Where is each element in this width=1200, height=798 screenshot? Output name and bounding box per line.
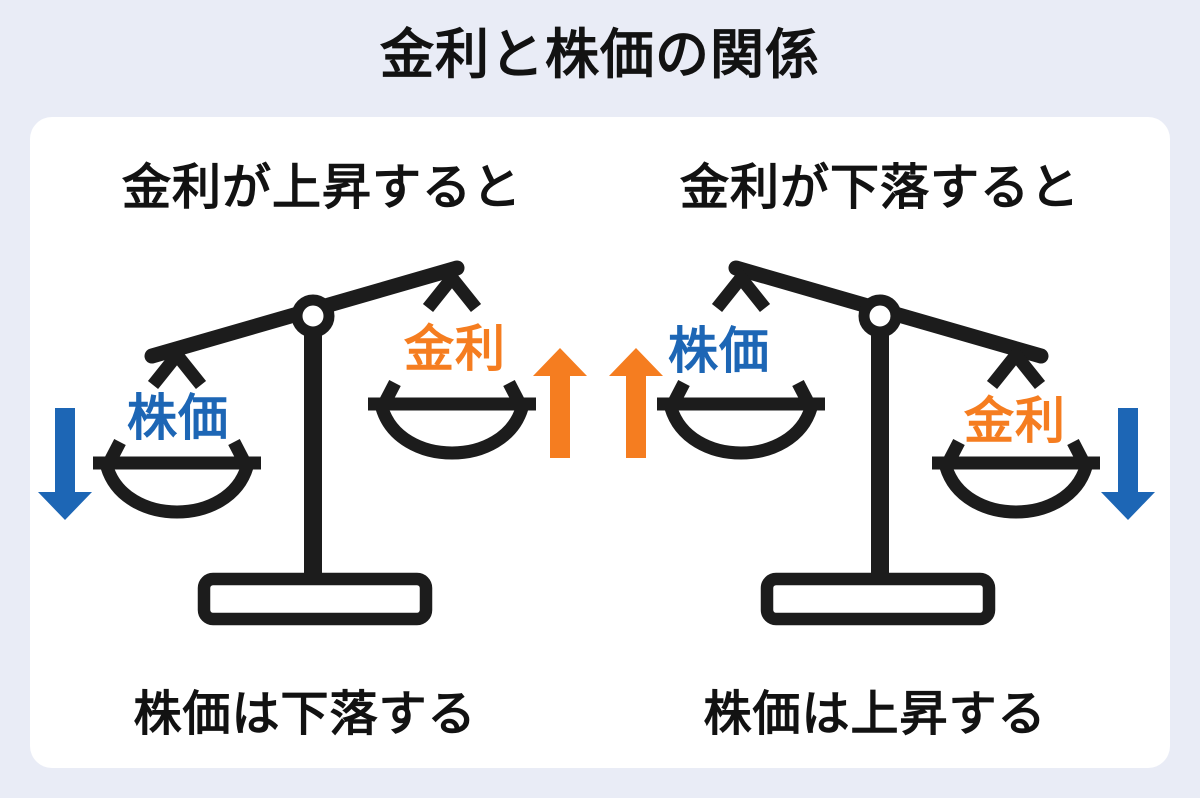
right-balance-scale xyxy=(657,260,1100,626)
pivot-ring xyxy=(858,294,902,338)
caption-stock-falls: 株価は下落する xyxy=(133,688,477,741)
pan-label-rate-left: 金利 xyxy=(404,321,506,377)
pan-label-rate-right: 金利 xyxy=(964,393,1066,449)
scale-pan-high-icon xyxy=(368,383,536,453)
pan-hanger-icon xyxy=(717,278,765,308)
pan-label-stock-right: 株価 xyxy=(668,323,770,379)
heading-rate-up: 金利が上昇すると xyxy=(121,161,523,215)
up-arrow-icon xyxy=(533,348,587,458)
heading-rate-down: 金利が下落すると xyxy=(679,161,1081,215)
scale-base xyxy=(197,572,433,626)
down-arrow-icon xyxy=(38,408,92,520)
content-panel xyxy=(30,117,1170,768)
up-arrow-icon xyxy=(609,348,663,458)
scale-pan-high-icon xyxy=(657,383,825,453)
pan-hanger-icon xyxy=(428,278,476,308)
scale-pan-low-icon xyxy=(932,442,1100,512)
down-arrow-icon xyxy=(1101,408,1155,520)
pan-label-stock-left: 株価 xyxy=(127,390,229,446)
left-balance-scale xyxy=(93,260,536,626)
page-title: 金利と株価の関係 xyxy=(380,25,820,85)
scale-pan-low-icon xyxy=(93,442,261,512)
caption-stock-rises: 株価は上昇する xyxy=(703,688,1047,741)
pivot-ring xyxy=(291,294,335,338)
scale-base xyxy=(760,572,996,626)
